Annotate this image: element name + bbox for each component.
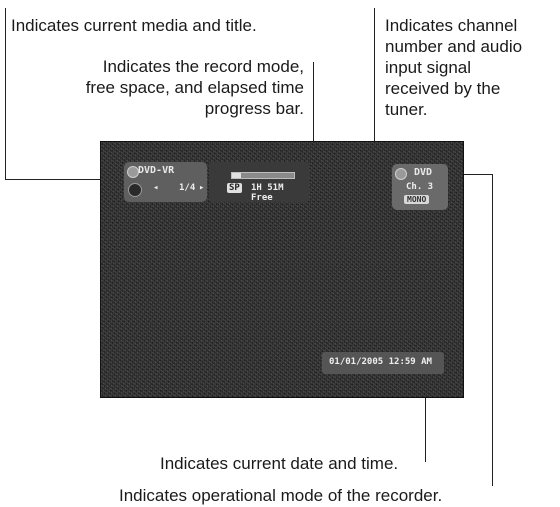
title-count: 1/4: [179, 183, 196, 193]
leader-record-vertical: [313, 62, 314, 170]
date-time-label: 01/01/2005 12:59 AM: [329, 357, 432, 367]
leader-media-horizontal: [5, 179, 135, 180]
callout-operational-mode: Indicates operational mode of the record…: [119, 486, 443, 505]
record-mode-badge: SP: [227, 183, 242, 193]
callout-channel-line-2: number and audio: [385, 37, 523, 56]
media-title-display: DVD-VR ◂ 1/4 ▸: [124, 162, 207, 202]
callout-date-time: Indicates current date and time.: [160, 454, 399, 473]
leader-mode-horizontal: [448, 174, 492, 175]
callout-channel-line-3: input signal: [385, 58, 472, 77]
leader-media-vertical: [5, 8, 6, 179]
recorder-mode-label: DVD: [414, 167, 433, 178]
callout-record-mode-line-2: free space, and elapsed time: [85, 78, 304, 97]
callout-channel-line-4: received by the: [385, 79, 501, 98]
audio-signal-badge: MONO: [404, 195, 430, 204]
elapsed-progress-bar: [231, 172, 295, 179]
recorder-mode-display: DVD Ch. 3 MONO: [392, 164, 448, 210]
date-time-display: 01/01/2005 12:59 AM: [322, 352, 444, 374]
record-mode-display: SP 1H 51M Free: [209, 162, 309, 203]
leader-mode-vertical: [492, 174, 493, 486]
title-icon: [128, 183, 142, 197]
free-space-label: 1H 51M Free: [251, 183, 284, 203]
callout-record-mode-line-3: progress bar.: [204, 99, 304, 118]
arrow-right-icon: ▸: [199, 183, 205, 193]
disc-icon: [127, 166, 139, 178]
callout-channel: Indicates channel number and audio input…: [385, 15, 522, 120]
callout-channel-line-5: tuner.: [385, 100, 428, 119]
leader-date-vertical: [425, 372, 426, 462]
media-type-label: DVD-VR: [138, 165, 175, 176]
disc-icon: [395, 168, 407, 180]
callout-media-title: Indicates current media and title.: [11, 16, 257, 35]
channel-number: Ch. 3: [406, 182, 434, 192]
callout-record-mode-line-1: Indicates the record mode,: [102, 57, 304, 76]
arrow-left-icon: ◂: [153, 183, 159, 193]
elapsed-progress-fill: [232, 173, 242, 178]
callout-channel-line-1: Indicates channel: [385, 16, 518, 35]
leader-channel-vertical: [374, 8, 375, 194]
callout-record-mode: Indicates the record mode, free space, a…: [20, 56, 304, 119]
